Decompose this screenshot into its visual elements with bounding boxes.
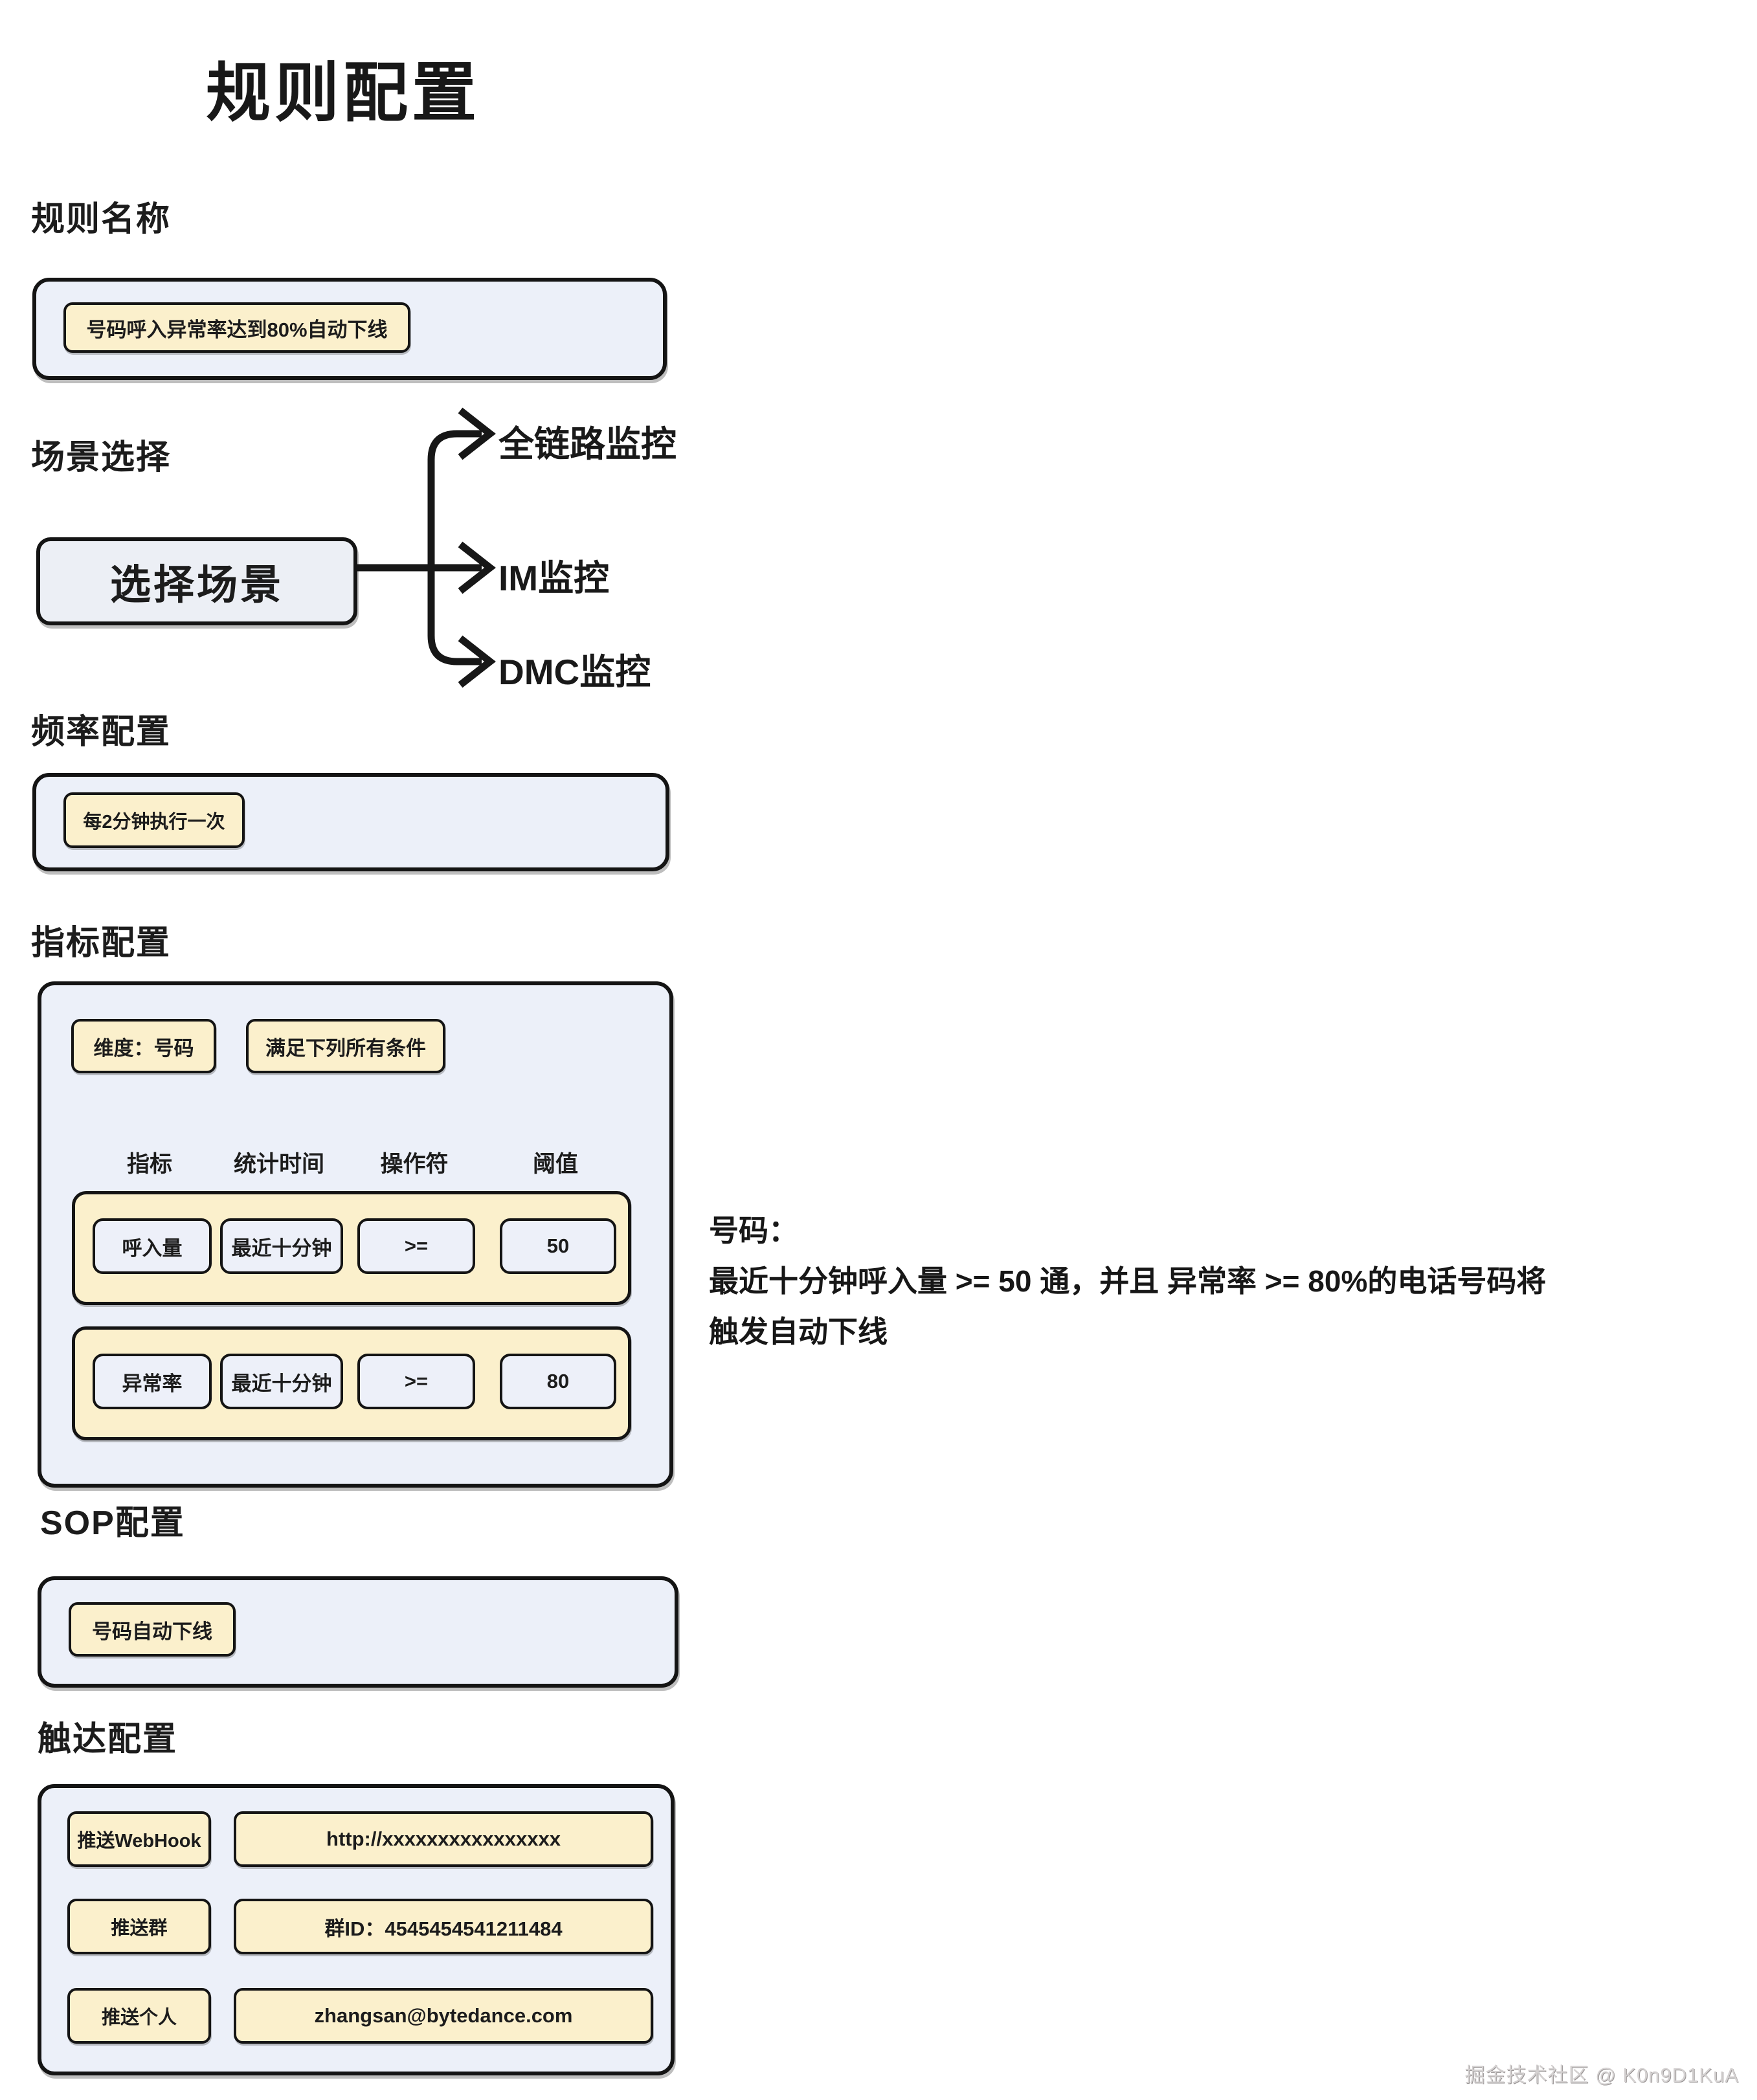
reach-panel: 推送WebHook http://xxxxxxxxxxxxxxxx 推送群 群I… xyxy=(38,1784,675,2075)
metric-cell-operator: >= xyxy=(357,1218,475,1274)
scene-option-im: IM监控 xyxy=(498,558,610,598)
arrowhead-top-icon xyxy=(458,407,496,460)
frequency-value: 每2分钟执行一次 xyxy=(63,792,245,848)
sop-heading: SOP配置 xyxy=(40,1504,185,1542)
note-title: 号码： xyxy=(709,1214,798,1247)
metric-cell-window: 最近十分钟 xyxy=(220,1354,343,1409)
metric-cell-threshold: 50 xyxy=(500,1218,616,1274)
sop-action-chip: 号码自动下线 xyxy=(69,1602,236,1657)
frequency-heading: 频率配置 xyxy=(31,713,172,751)
metric-cell-name: 呼入量 xyxy=(93,1218,212,1274)
metrics-panel: 维度：号码 满足下列所有条件 指标 统计时间 操作符 阈值 呼入量 最近十分钟 … xyxy=(38,981,673,1488)
dimension-chip: 维度：号码 xyxy=(71,1019,216,1073)
condition-mode-chip: 满足下列所有条件 xyxy=(246,1019,445,1073)
rule-name-field: 号码呼入异常率达到80%自动下线 xyxy=(32,278,667,380)
page-title: 规则配置 xyxy=(206,57,480,129)
column-header-operator: 操作符 xyxy=(380,1152,449,1177)
sop-panel: 号码自动下线 xyxy=(38,1576,678,1688)
scene-option-dmc: DMC监控 xyxy=(498,652,651,692)
reach-channel-webhook: 推送WebHook xyxy=(67,1811,211,1867)
reach-target-group-id: 群ID：4545454541211484 xyxy=(234,1899,653,1954)
reach-target-email: zhangsan@bytedance.com xyxy=(234,1988,653,2044)
metrics-heading: 指标配置 xyxy=(31,924,172,962)
column-header-window: 统计时间 xyxy=(233,1152,325,1177)
arrowhead-bottom-icon xyxy=(458,635,496,688)
metric-cell-operator: >= xyxy=(357,1354,475,1409)
metric-cell-threshold: 80 xyxy=(500,1354,616,1409)
column-header-metric: 指标 xyxy=(126,1152,173,1177)
arrowhead-middle-icon xyxy=(458,541,496,594)
branch-trunk xyxy=(427,430,482,665)
reach-channel-person: 推送个人 xyxy=(67,1988,211,2044)
scene-heading: 场景选择 xyxy=(31,439,172,476)
scene-selector-box: 选择场景 xyxy=(36,537,357,625)
reach-heading: 触达配置 xyxy=(38,1721,178,1758)
metrics-note: 号码： 最近十分钟呼入量 >= 50 通，并且 异常率 >= 80%的电话号码将… xyxy=(709,1205,1751,1357)
metric-cell-window: 最近十分钟 xyxy=(220,1218,343,1274)
column-header-threshold: 阈值 xyxy=(532,1152,579,1177)
scene-option-full-link: 全链路监控 xyxy=(498,424,677,464)
watermark: 掘金技术社区 @ K0n9D1KuA xyxy=(1464,2064,1739,2086)
frequency-field: 每2分钟执行一次 xyxy=(32,773,669,871)
reach-channel-group: 推送群 xyxy=(67,1899,211,1954)
note-line-1: 最近十分钟呼入量 >= 50 通，并且 异常率 >= 80%的电话号码将 xyxy=(709,1264,1547,1298)
metric-row: 异常率 最近十分钟 >= 80 xyxy=(72,1326,631,1440)
rule-name-heading: 规则名称 xyxy=(31,201,172,238)
rule-name-value: 号码呼入异常率达到80%自动下线 xyxy=(63,302,410,353)
metric-cell-name: 异常率 xyxy=(93,1354,212,1409)
note-line-2: 触发自动下线 xyxy=(709,1315,888,1348)
metric-row: 呼入量 最近十分钟 >= 50 xyxy=(72,1191,631,1305)
reach-target-webhook-url: http://xxxxxxxxxxxxxxxx xyxy=(234,1811,653,1867)
